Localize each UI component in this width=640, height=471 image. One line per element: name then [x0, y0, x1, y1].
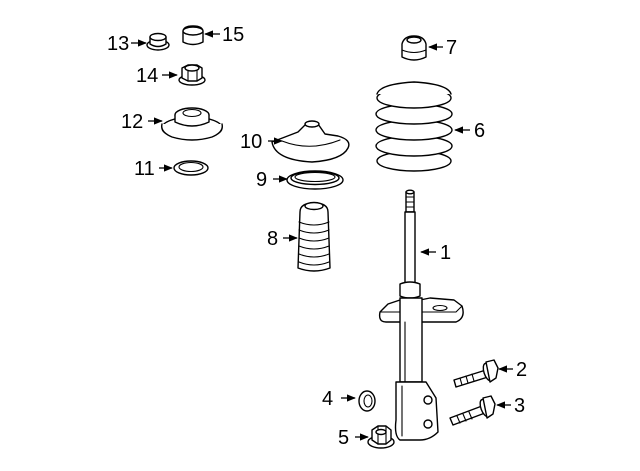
part-5-flange-nut[interactable]	[367, 425, 395, 449]
callout-label-11: 11	[134, 158, 155, 180]
callout-4: 4	[322, 388, 356, 410]
callout-label-1: 1	[440, 242, 451, 264]
callout-label-10: 10	[240, 131, 262, 153]
callout-label-14: 14	[136, 65, 158, 87]
part-7-bump-cap[interactable]	[401, 35, 427, 61]
part-8-dust-boot[interactable]	[297, 201, 331, 272]
callout-2: 2	[498, 359, 527, 381]
callout-8: 8	[267, 228, 298, 250]
part-11-ring[interactable]	[173, 160, 209, 176]
callout-10: 10	[240, 131, 283, 153]
callout-label-7: 7	[446, 37, 457, 59]
callout-label-15: 15	[222, 24, 244, 46]
part-2-bolt[interactable]	[453, 359, 499, 388]
callout-label-3: 3	[514, 395, 525, 417]
callout-5: 5	[338, 427, 369, 449]
callout-11: 11	[134, 158, 173, 180]
callout-label-4: 4	[322, 388, 333, 410]
callout-label-9: 9	[256, 169, 267, 191]
part-9-insulator-ring[interactable]	[286, 170, 344, 190]
callout-1: 1	[420, 242, 451, 264]
callout-13: 13	[107, 33, 147, 55]
callout-label-13: 13	[107, 33, 129, 55]
part-3-bolt[interactable]	[449, 395, 496, 426]
callout-15: 15	[204, 24, 244, 46]
callout-3: 3	[496, 395, 525, 417]
part-1-strut[interactable]	[378, 189, 464, 441]
part-13-flange-nut[interactable]	[146, 32, 170, 51]
callout-7: 7	[428, 37, 457, 59]
callout-label-12: 12	[121, 111, 143, 133]
part-12-strut-mount[interactable]	[161, 107, 223, 141]
callout-9: 9	[256, 169, 288, 191]
callout-6: 6	[454, 120, 485, 142]
callout-label-8: 8	[267, 228, 278, 250]
callout-14: 14	[136, 65, 178, 87]
callout-label-6: 6	[474, 120, 485, 142]
part-15-cap[interactable]	[182, 25, 204, 46]
part-6-coil-spring[interactable]	[375, 81, 453, 172]
part-4-washer[interactable]	[358, 390, 376, 412]
callout-label-2: 2	[516, 359, 527, 381]
callout-12: 12	[121, 111, 163, 133]
callout-label-5: 5	[338, 427, 349, 449]
part-14-hex-nut[interactable]	[178, 64, 206, 86]
part-10-spring-seat[interactable]	[271, 120, 350, 163]
